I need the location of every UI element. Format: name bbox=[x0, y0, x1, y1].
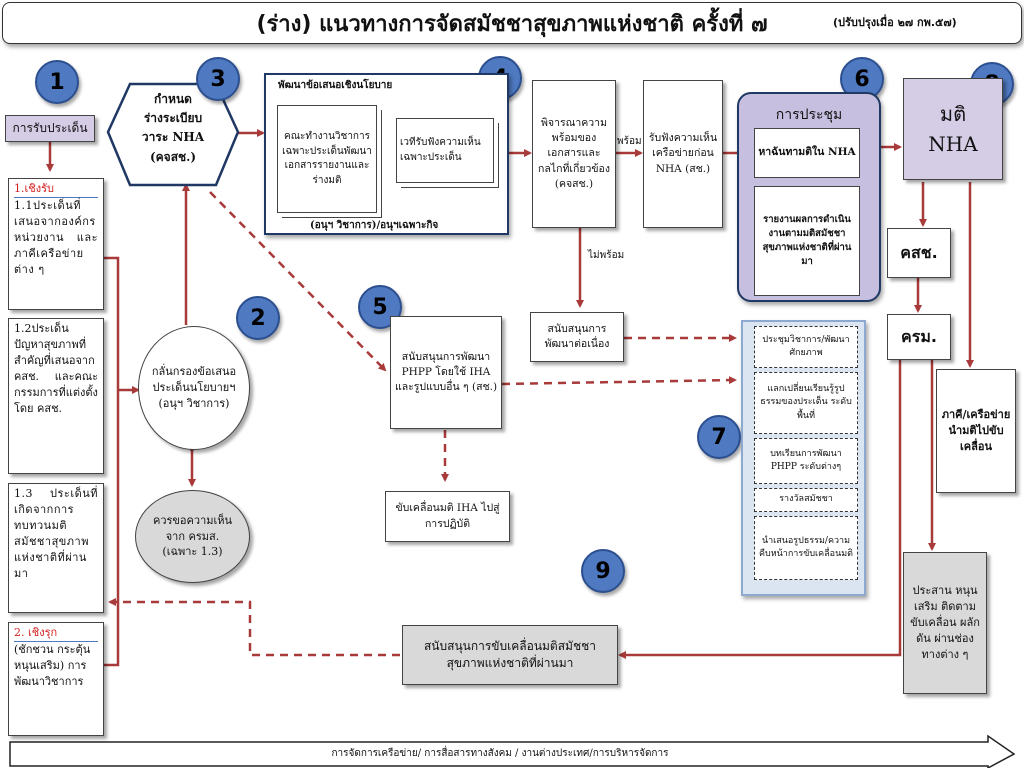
issue-1-2: 1.2ประเด็นปัญหาสุขภาพที่สำคัญที่เสนอจาก … bbox=[8, 318, 104, 474]
proactive-heading: 2. เชิงรุก bbox=[14, 625, 98, 642]
activity-5: นำเสนอรูปธรรม/ความคืบหน้าการขับเคลื่อนมต… bbox=[754, 516, 858, 580]
issue-1-3: 1.3 ประเด็นที่เกิดจากการทบทวนมติสมัชชาสุ… bbox=[8, 483, 104, 613]
agenda-line-4: (คจสช.) bbox=[149, 149, 197, 164]
hearing-forum-box: เวทีรับฟังความเห็นเฉพาะประเด็น bbox=[396, 118, 494, 183]
left-bracket bbox=[104, 256, 120, 667]
resolution-line-2: NHA bbox=[928, 132, 978, 156]
resolution-line-1: มติ bbox=[939, 102, 967, 126]
meeting-title: การประชุม bbox=[775, 107, 843, 123]
step-1-badge: 1 bbox=[35, 60, 79, 104]
dashed-phpp-to-panel bbox=[501, 376, 737, 386]
step-2-badge: 2 bbox=[236, 296, 280, 340]
screening-ellipse: กลั่นกรองข้อเสนอประเด็นนโยบายฯ (อนุฯ วิช… bbox=[138, 326, 250, 450]
phpp-support-box: สนับสนุนการพัฒนา PHPP โดยใช้ IHA และรูปแ… bbox=[390, 316, 502, 429]
partners-box: ภาคี/เครือข่ายนำมติไปขับเคลื่อน bbox=[936, 369, 1016, 493]
revision-note: (ปรับปรุงเมื่อ ๒๗ กพ.๕๗) bbox=[833, 16, 957, 29]
arrow-cabinet-to-past-support bbox=[618, 360, 902, 659]
receive-box: 1.เชิงรับ 1.1ประเด็นที่เสนอจากองค์กร หน่… bbox=[8, 178, 104, 310]
iha-drive-box: ขับเคลื่อนมติ IHA ไปสู่การปฏิบัติ bbox=[385, 491, 510, 542]
resolution-nha-box: มติ NHA bbox=[903, 78, 1003, 180]
label-ready: พร้อม bbox=[617, 136, 642, 147]
step-9-badge: 9 bbox=[581, 549, 625, 593]
nhc-box: คสช. bbox=[887, 228, 951, 278]
proactive-box: 2. เชิงรุก (ชักชวน กระตุ้น หนุนเสริม) กา… bbox=[8, 622, 104, 736]
policy-dev-footer: (อนุฯ วิชาการ)/อนุฯเฉพาะกิจ bbox=[310, 220, 439, 231]
activity-3: บทเรียนการพัฒนา PHPP ระดับต่างๆ bbox=[754, 438, 858, 484]
pre-nha-hearing-box: รับฟังความเห็นเครือข่ายก่อน NHA (สช.) bbox=[643, 80, 723, 228]
issue-receipt-box: การรับประเด็น bbox=[5, 115, 95, 142]
bottom-arrow-shape bbox=[9, 734, 1016, 768]
meeting-resolve-box: หาฉันทามติใน NHA bbox=[754, 128, 860, 178]
receive-heading: 1.เชิงรับ bbox=[14, 181, 98, 198]
page-title: (ร่าง) แนวทางการจัดสมัชชาสุขภาพแห่งชาติ … bbox=[256, 12, 768, 37]
label-not-ready: ไม่พร้อม bbox=[588, 250, 625, 261]
readiness-box: พิจารณาความพร้อมของเอกสารและกลไกที่เกี่ย… bbox=[532, 80, 616, 228]
activity-4: รางวัลสมัชชา bbox=[754, 488, 858, 512]
continuous-support-box: สนับสนุนการพัฒนาต่อเนื่อง bbox=[530, 312, 624, 362]
policy-dev-heading: พัฒนาข้อเสนอเชิงนโยบาย bbox=[278, 80, 393, 91]
activity-1: ประชุมวิชาการ/พัฒนาศักยภาพ bbox=[754, 326, 858, 368]
working-group-box: คณะทำงานวิชาการเฉพาะประเด็นพัฒนาเอกสารรา… bbox=[277, 105, 377, 213]
agenda-line-1: กำหนด bbox=[154, 92, 192, 106]
cabinet-box: ครม. bbox=[887, 314, 951, 360]
title-bar bbox=[2, 2, 1022, 44]
step-7-badge: 7 bbox=[697, 415, 741, 459]
agenda-hexagon: กำหนด ร่างระเบียบ วาระ NHA (คจสช.) bbox=[114, 90, 232, 167]
cabinet-opinion-ellipse: ควรขอความเห็นจาก ครมส. (เฉพาะ 1.3) bbox=[135, 490, 250, 583]
issue-1-1: 1.1ประเด็นที่เสนอจากองค์กร หน่วยงาน และภ… bbox=[14, 198, 98, 276]
agenda-line-3: วาระ NHA bbox=[141, 130, 205, 145]
meeting-report-box: รายงานผลการดำเนินงานตามมติสมัชชาสุขภาพแห… bbox=[754, 186, 860, 296]
dashed-past-support-to-left bbox=[108, 598, 400, 657]
coordination-box: ประสาน หนุนเสริม ติดตาม ขับเคลื่อน ผลักด… bbox=[903, 552, 987, 694]
step-3-badge: 3 bbox=[196, 57, 240, 101]
activity-2: แลกเปลี่ยนเรียนรู้รูปธรรมของประเด็น ระดั… bbox=[754, 372, 858, 434]
proactive-text: (ชักชวน กระตุ้น หนุนเสริม) การพัฒนาวิชาก… bbox=[14, 642, 91, 688]
past-resolution-support-box: สนับสนุนการขับเคลื่อนมติสมัชชาสุขภาพแห่ง… bbox=[402, 625, 618, 685]
agenda-line-2: ร่างระเบียบ bbox=[143, 111, 203, 126]
bottom-bar-text: การจัดการเครือข่าย/ การสื่อสารทางสังคม /… bbox=[331, 748, 669, 759]
